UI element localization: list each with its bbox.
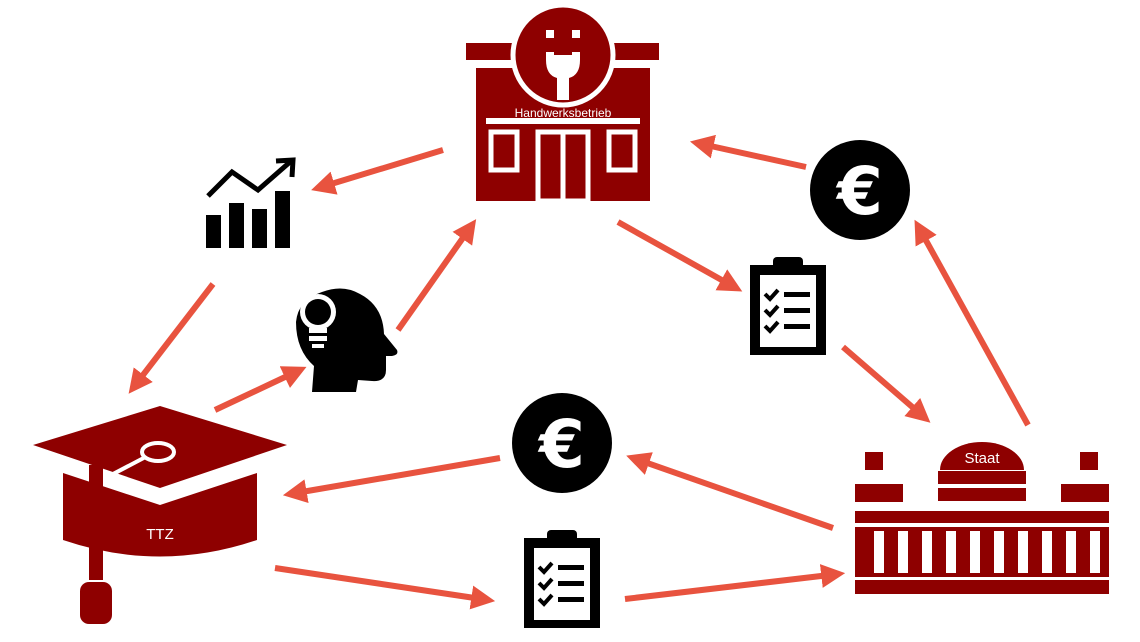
arrow-euro-to-ttz [282,455,501,503]
arrow-growth-to-ttz [128,282,216,394]
arrows [128,134,1031,610]
arrow-clipboard-to-staat [841,344,931,423]
svg-text:€: € [537,406,585,483]
arrow-clipboard-to-staat-bottom [624,564,846,602]
arrow-staat-to-euro-bottom [626,452,834,531]
idea-head-icon [296,288,398,392]
arrow-idea-to-handwerk [395,219,477,332]
workshop-wrench-icon [466,2,659,204]
building-columns [874,531,1100,573]
staat-label: Staat [964,450,1000,467]
clipboard-checklist-icon [750,257,826,355]
arrow-ttz-to-idea [213,366,307,413]
growth-chart-icon [206,157,296,248]
euro-coin-icon: € [512,393,612,493]
arrow-handwerk-to-clipboard [616,219,743,292]
handwerk-label: Handwerksbetrieb [515,106,612,120]
clipboard-checklist-icon [524,530,600,628]
euro-coin-icon: € [810,140,910,240]
arrow-staat-to-euro-top [914,219,1031,427]
arrow-ttz-to-clipboard [274,565,496,610]
arrow-handwerk-to-growth [311,147,444,195]
svg-text:€: € [835,153,883,230]
graduation-cap-icon [33,406,287,624]
arrow-euro-to-handwerk [689,134,807,170]
ttz-label: TTZ [146,526,174,543]
